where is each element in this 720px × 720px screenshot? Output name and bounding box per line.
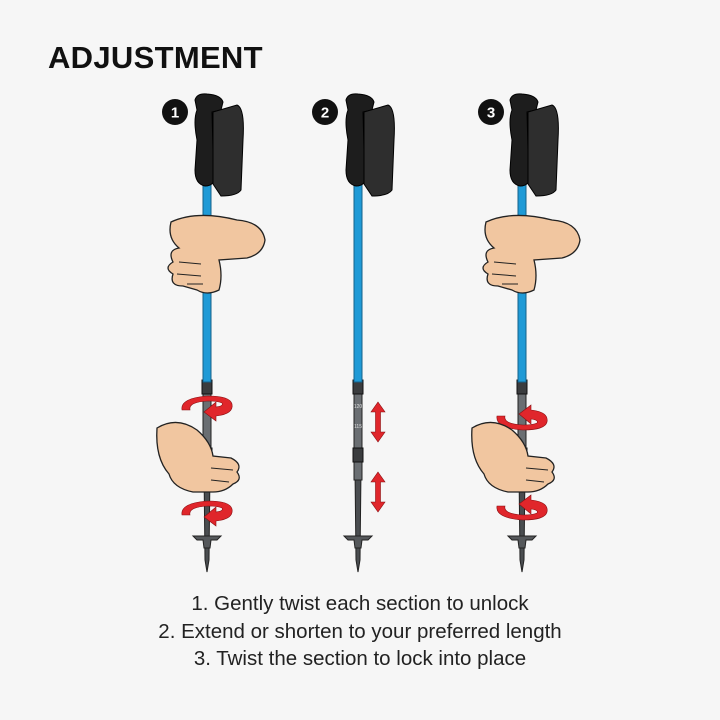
vertical-double-arrow-icon — [370, 401, 386, 443]
step-3-panel: 3 — [471, 93, 581, 573]
instruction-step-3: 3. Twist the section to lock into place — [193, 647, 527, 670]
svg-text:2: 2 — [321, 105, 329, 122]
lower-hand — [156, 421, 240, 493]
upper-hand — [167, 214, 266, 294]
step-1-panel: 1 — [156, 93, 266, 573]
length-marking: 115 — [354, 424, 362, 430]
length-marking: 120 — [354, 404, 363, 410]
instruction-step-1: 1. Gently twist each section to unlock — [191, 592, 529, 615]
step-badge-1: 1 — [162, 99, 188, 125]
trekking-pole — [192, 93, 244, 573]
step-badge-3: 3 — [478, 99, 504, 125]
vertical-double-arrow-icon — [370, 471, 386, 513]
adjustment-illustration: 1 2 120 115 3 — [156, 93, 581, 573]
upper-hand — [482, 214, 581, 294]
instruction-step-2: 2. Extend or shorten to your preferred l… — [158, 619, 562, 643]
svg-text:3: 3 — [487, 105, 495, 122]
trekking-pole — [343, 93, 395, 573]
step-badge-2: 2 — [312, 99, 338, 125]
lower-hand — [471, 421, 555, 493]
page-title: ADJUSTMENT — [48, 40, 263, 75]
svg-text:1: 1 — [171, 105, 179, 122]
instructions: 1. Gently twist each section to unlock 2… — [0, 590, 720, 673]
step-2-panel: 2 120 115 — [312, 93, 395, 573]
